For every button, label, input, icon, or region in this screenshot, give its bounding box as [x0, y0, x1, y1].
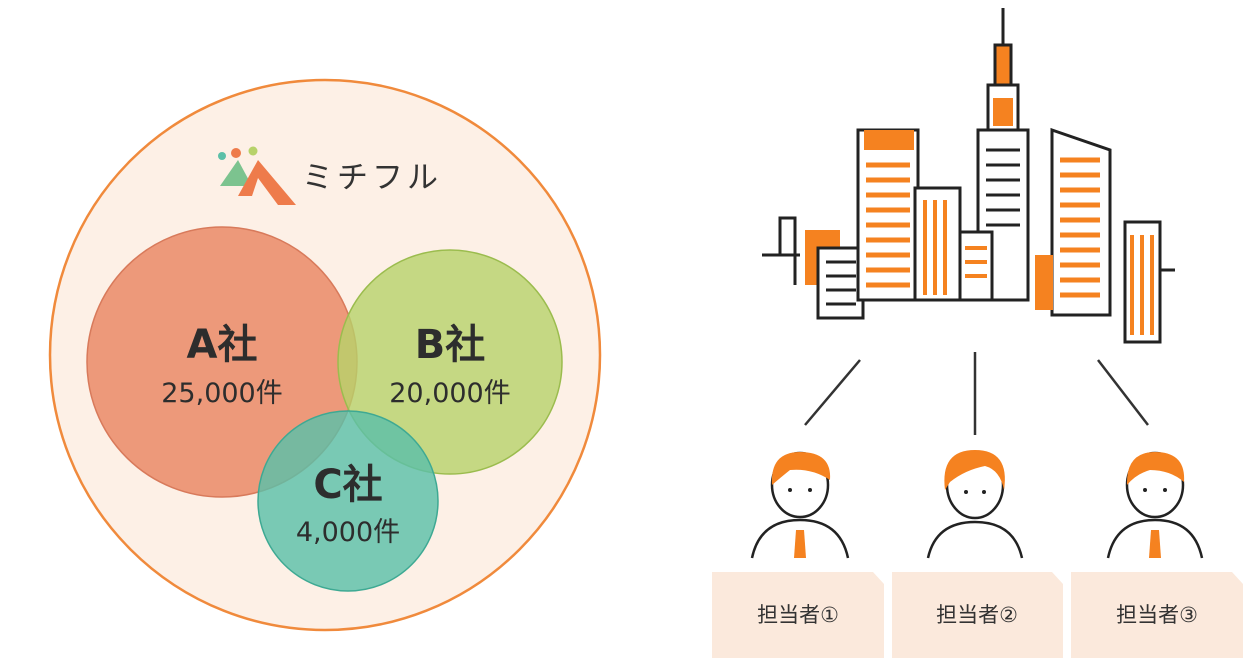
- connector-lines: [804, 352, 1149, 435]
- person-male-icon: [750, 451, 850, 559]
- person-suit-icon: [1106, 451, 1204, 559]
- contact-card-1: 担当者①: [712, 572, 884, 658]
- company-c-name: C社: [313, 462, 382, 508]
- company-b-name: B社: [415, 322, 486, 368]
- company-b-count: 20,000件: [389, 378, 510, 409]
- contact-card-3: 担当者③: [1071, 572, 1243, 658]
- contact-label-2: 担当者②: [936, 603, 1018, 627]
- venn-diagram: ミチフル A社 25,000件 B社 20,000件 C社 4,000件: [48, 78, 602, 632]
- company-a-count: 25,000件: [161, 378, 282, 409]
- company-b-circle: [337, 249, 563, 475]
- company-c-count: 4,000件: [296, 517, 400, 548]
- contact-label-1: 担当者①: [757, 603, 839, 627]
- brand-name: ミチフル: [302, 160, 442, 196]
- company-a-name: A社: [187, 322, 258, 368]
- city-buildings-icon: [762, 8, 1175, 344]
- contact-label-3: 担当者③: [1116, 603, 1198, 627]
- person-female-icon: [926, 450, 1024, 559]
- company-c-circle: [257, 410, 439, 592]
- contact-card-2: 担当者②: [892, 572, 1063, 658]
- michiful-logo-icon: [218, 146, 296, 205]
